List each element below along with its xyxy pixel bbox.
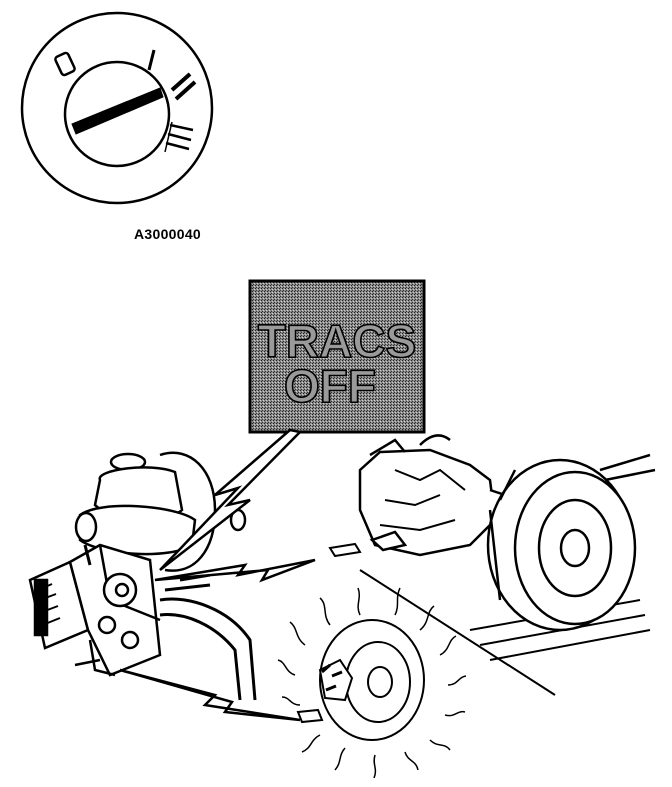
key-slot [71, 87, 164, 135]
switch-inner-ring [63, 60, 171, 168]
tracs-off-lamp: TRACS OFF [248, 279, 426, 434]
ignition-switch [20, 11, 214, 205]
position-mark-I [147, 49, 156, 71]
switch-outer-ring [20, 11, 214, 205]
rear-wheel [486, 453, 656, 632]
abs-modulator [28, 543, 162, 677]
figure-id-label: A3000040 [134, 226, 202, 242]
signal-bolts [119, 428, 316, 722]
sensor-field-lines [277, 587, 467, 779]
position-mark-II [170, 72, 197, 101]
lamp-text-line1: TRACS [258, 315, 416, 367]
position-mark-0 [54, 51, 76, 77]
bolt-to-differential [154, 558, 316, 583]
wheel-speed-sensor [277, 587, 467, 779]
master-cylinder [74, 451, 247, 572]
lamp-text-line2: OFF [284, 360, 376, 412]
bolt-to-lamp [159, 428, 303, 571]
lamp-panel [248, 279, 426, 434]
bolt-to-wheel-sensor [119, 668, 301, 722]
brake-lines [83, 544, 257, 701]
position-mark-III [164, 121, 194, 153]
